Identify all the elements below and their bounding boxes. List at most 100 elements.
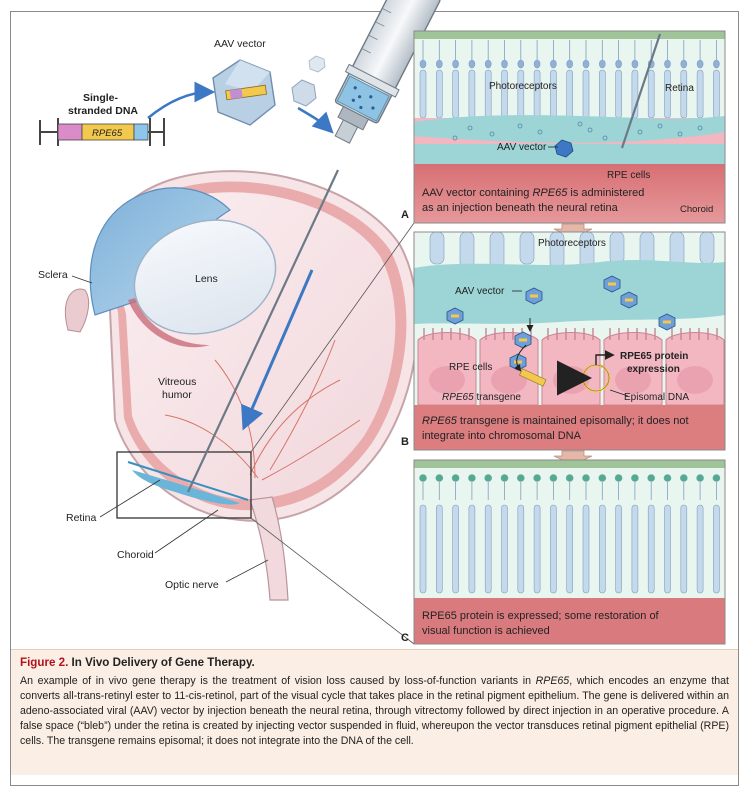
panel-b-caption-line2: integrate into chromosomal DNA bbox=[422, 430, 582, 442]
panel-b-protein-line1: RPE65 protein bbox=[620, 351, 688, 362]
panel-a-photoreceptors: Photoreceptors bbox=[489, 81, 557, 92]
fluid-bubble bbox=[452, 135, 458, 141]
photoreceptor-rod bbox=[647, 474, 656, 594]
figure-title: Figure 2. In Vivo Delivery of Gene Thera… bbox=[20, 656, 729, 669]
photoreceptor-rod bbox=[598, 474, 607, 594]
photoreceptor-rod bbox=[712, 474, 721, 594]
panel-a bbox=[414, 31, 725, 223]
panel-a-letter: A bbox=[401, 209, 409, 221]
figure-caption: Figure 2. In Vivo Delivery of Gene Thera… bbox=[11, 649, 738, 775]
photoreceptor-rod bbox=[435, 474, 444, 594]
photoreceptor-rod bbox=[680, 40, 688, 119]
photoreceptor-rod bbox=[501, 40, 508, 119]
retina-label: Retina bbox=[66, 512, 97, 524]
aav-capsid-small bbox=[603, 275, 621, 293]
aav-vector-label: AAV vector bbox=[214, 38, 266, 50]
fluid-bubble bbox=[467, 125, 473, 131]
figure-number: Figure 2. bbox=[20, 656, 69, 669]
choroid-label: Choroid bbox=[117, 549, 154, 561]
photoreceptor-rod bbox=[468, 474, 476, 594]
panel-a-rpe-cells: RPE cells bbox=[607, 170, 650, 181]
optic-nerve-label: Optic nerve bbox=[165, 579, 219, 591]
panel-b-episomal-dna: Episomal DNA bbox=[624, 392, 689, 403]
aav-capsid-small bbox=[620, 291, 638, 309]
photoreceptor-rod bbox=[598, 40, 606, 119]
panel-b bbox=[414, 232, 725, 450]
photoreceptor-rod bbox=[419, 474, 427, 594]
panel-a-caption-line1: AAV vector containing RPE65 is administe… bbox=[422, 187, 644, 199]
photoreceptor-rod bbox=[582, 474, 590, 594]
photoreceptor-rod bbox=[713, 40, 720, 119]
photoreceptor-outer-segment bbox=[459, 232, 475, 269]
photoreceptor-rod bbox=[663, 474, 672, 594]
photoreceptor-rod bbox=[631, 474, 639, 594]
photoreceptor-rod bbox=[435, 40, 443, 119]
panel-b-protein-line2: expression bbox=[627, 364, 680, 375]
vitreous-label-line2: humor bbox=[162, 389, 192, 401]
ssdna-label-line2: stranded DNA bbox=[68, 105, 138, 117]
fluid-bubble bbox=[657, 123, 663, 129]
panel-b-letter: B bbox=[401, 436, 409, 448]
fluid-bubble bbox=[637, 129, 643, 135]
fluid-bubble bbox=[577, 121, 583, 127]
photoreceptor-rod bbox=[516, 474, 525, 594]
fluid-bubble bbox=[587, 127, 593, 133]
panel-b-photoreceptors: Photoreceptors bbox=[538, 238, 606, 249]
sclera-label: Sclera bbox=[38, 269, 68, 281]
panel-b-caption-line1: RPE65 transgene is maintained episomally… bbox=[422, 415, 689, 427]
photoreceptor-rod bbox=[614, 474, 623, 594]
photoreceptor-rod bbox=[484, 40, 492, 119]
panel-a-retina: Retina bbox=[665, 83, 694, 94]
panel-b-aav-vector: AAV vector bbox=[455, 286, 505, 297]
fluid-bubble bbox=[489, 131, 495, 137]
photoreceptor-rod bbox=[565, 474, 574, 594]
aav-capsid-small bbox=[525, 287, 543, 305]
rpe-cell bbox=[665, 328, 725, 406]
ssdna-construct bbox=[39, 118, 165, 146]
photoreceptor-outer-segment bbox=[519, 232, 535, 265]
aav-capsid-small bbox=[514, 331, 532, 349]
eye-cross-section bbox=[64, 170, 419, 601]
caption-gene: RPE65 bbox=[535, 675, 570, 687]
rpe-cell bbox=[479, 328, 539, 406]
photoreceptor-rod bbox=[566, 40, 574, 119]
aav-capsid-small bbox=[658, 313, 676, 331]
caption-text-1: An example of in vivo gene therapy is th… bbox=[20, 675, 536, 687]
photoreceptor-rod bbox=[679, 474, 688, 594]
fluid-bubble bbox=[602, 135, 608, 141]
panel-a-aav-vector: AAV vector bbox=[497, 142, 547, 153]
panel-c-caption-line1: RPE65 protein is expressed; some restora… bbox=[422, 610, 660, 622]
aav-capsid-small bbox=[446, 307, 464, 325]
ssdna-label-line1: Single- bbox=[83, 92, 119, 104]
panel-b-transgene: RPE65 transgene bbox=[442, 392, 521, 403]
photoreceptor-rod bbox=[419, 40, 427, 119]
figure-caption-body: An example of in vivo gene therapy is th… bbox=[20, 674, 729, 749]
rpe-cell bbox=[603, 328, 663, 406]
photoreceptor-rod bbox=[533, 474, 541, 594]
panel-b-rpe-cells: RPE cells bbox=[449, 362, 492, 373]
photoreceptor-rod bbox=[549, 474, 558, 594]
photoreceptor-outer-segment bbox=[429, 232, 445, 265]
panel-c bbox=[414, 460, 725, 644]
panel-c-letter: C bbox=[401, 632, 409, 644]
photoreceptor-rod bbox=[452, 40, 459, 119]
gene-label: RPE65 bbox=[92, 128, 123, 139]
photoreceptor-outer-segment bbox=[699, 232, 715, 265]
fluid-bubble bbox=[677, 131, 683, 137]
photoreceptor-rod bbox=[468, 40, 476, 119]
syringe bbox=[187, 0, 441, 493]
photoreceptor-rod bbox=[696, 40, 704, 119]
fluid-bubble bbox=[517, 123, 523, 129]
photoreceptor-rod bbox=[484, 474, 493, 594]
photoreceptor-rod bbox=[696, 474, 704, 594]
panel-a-choroid: Choroid bbox=[680, 204, 713, 215]
caption-text-2: , which encodes an enzyme that converts … bbox=[20, 675, 729, 747]
rpe-cell bbox=[417, 328, 477, 406]
fluid-bubble bbox=[697, 125, 703, 131]
fluid-bubble bbox=[537, 129, 543, 135]
photoreceptor-rod bbox=[550, 40, 557, 119]
illustration: AAV vector Single- stranded DNA RPE65 Sc… bbox=[38, 0, 726, 645]
vitreous-label-line1: Vitreous bbox=[158, 376, 196, 388]
figure-title-text: In Vivo Delivery of Gene Therapy. bbox=[68, 656, 255, 669]
panel-a-caption-line2: as an injection beneath the neural retin… bbox=[422, 202, 619, 214]
